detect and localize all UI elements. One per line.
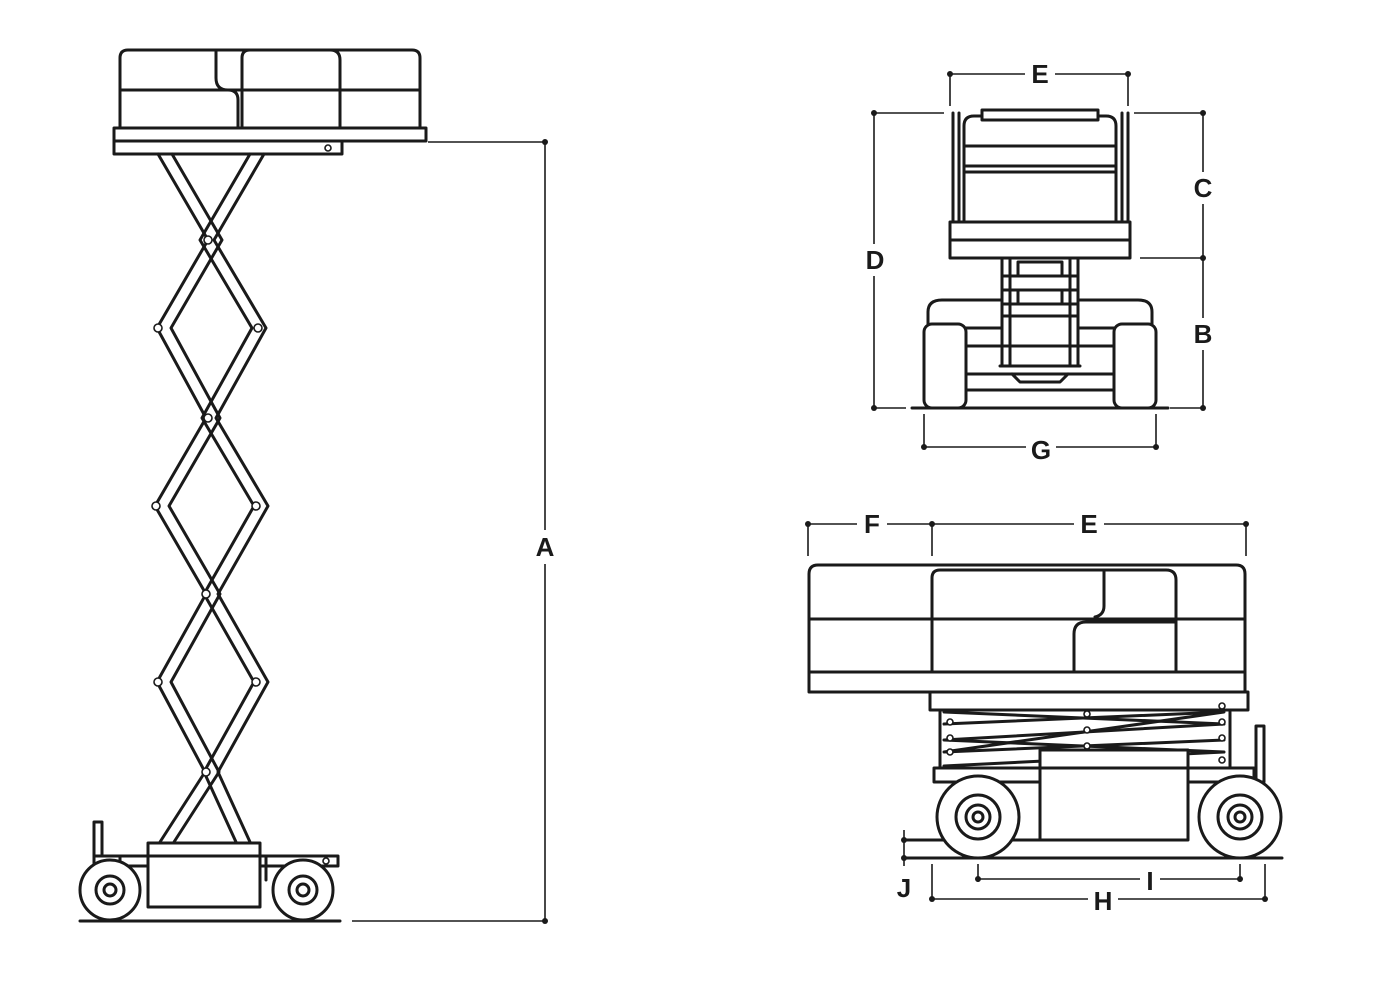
label-e-side: E bbox=[1080, 509, 1097, 539]
dimension-f-e-side: F E bbox=[805, 508, 1249, 556]
stowed-scissor bbox=[938, 702, 1232, 772]
end-wheel-right bbox=[1112, 322, 1158, 410]
end-wheel-left bbox=[922, 322, 968, 410]
platform-deck bbox=[112, 126, 428, 143]
dimension-j: J bbox=[897, 830, 911, 903]
dimension-d: D bbox=[860, 110, 944, 411]
dimension-i-h: I H bbox=[929, 864, 1268, 916]
label-b: B bbox=[1194, 319, 1213, 349]
label-e-end: E bbox=[1031, 59, 1048, 89]
label-g: G bbox=[1031, 435, 1051, 465]
label-d: D bbox=[866, 245, 885, 275]
end-scissor-frame bbox=[1000, 256, 1080, 368]
stowed-wheel-front bbox=[1197, 774, 1283, 860]
chassis-box bbox=[146, 841, 262, 909]
chassis bbox=[92, 820, 340, 909]
stowed-wheel-rear bbox=[935, 774, 1021, 860]
platform-guardrail bbox=[118, 48, 422, 130]
label-c: C bbox=[1194, 173, 1213, 203]
label-h: H bbox=[1094, 886, 1113, 916]
label-a: A bbox=[536, 532, 555, 562]
dimension-c-b: C B bbox=[1134, 110, 1218, 411]
dimension-e-end: E bbox=[947, 58, 1131, 106]
wheel-front bbox=[271, 858, 335, 922]
label-j: J bbox=[897, 873, 911, 903]
dimension-g: G bbox=[921, 414, 1159, 465]
label-i: I bbox=[1146, 866, 1153, 896]
stowed-chassis bbox=[904, 724, 1266, 842]
stowed-chassis-box bbox=[1038, 748, 1190, 842]
end-view: E D C B bbox=[860, 58, 1218, 465]
extended-side-view: A bbox=[78, 48, 560, 924]
stowed-side-view: F E J I H bbox=[805, 508, 1284, 916]
stowed-platform-deck bbox=[807, 670, 1247, 694]
wheel-rear bbox=[78, 858, 142, 922]
label-f: F bbox=[864, 509, 880, 539]
end-guardrail bbox=[951, 108, 1130, 238]
dimension-a: A bbox=[352, 139, 560, 924]
scissor-stack bbox=[151, 152, 270, 844]
platform-base bbox=[112, 139, 344, 156]
